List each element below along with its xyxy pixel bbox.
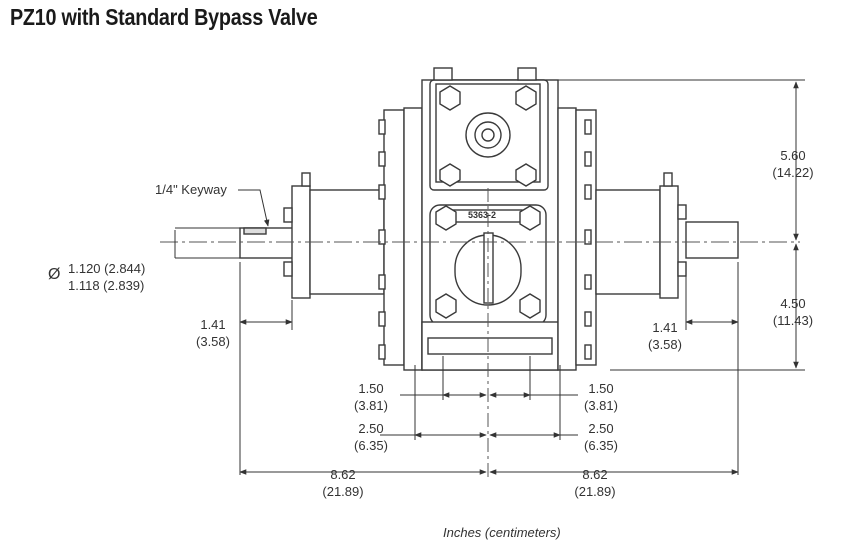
right-cover-bolts [584, 119, 592, 360]
bolt-outer-right-cm: (6.35) [584, 438, 618, 453]
overall-right-cm: (21.89) [574, 484, 616, 499]
units-note: Inches (centimeters) [443, 525, 561, 540]
bolt-outer-left-in: 2.50 [358, 421, 384, 436]
right-end-cover [557, 107, 577, 371]
overall-left-in: 8.62 [330, 467, 356, 482]
overall-right-in: 8.62 [582, 467, 608, 482]
bolt-outer-right-in: 2.50 [588, 421, 614, 436]
diameter-symbol: Ø [48, 266, 61, 283]
bonnet-bolt [515, 85, 537, 111]
height-top-in: 5.60 [780, 148, 806, 163]
height-bottom-cm: (11.43) [772, 313, 814, 328]
diameter-max-label: 1.120 (2.844) [68, 261, 146, 276]
port-bolt [519, 293, 541, 319]
bonnet-bolt [439, 85, 461, 111]
top-bolt-right [517, 67, 537, 81]
bonnet-bolt [515, 163, 537, 187]
bolt-outer-left-cm: (6.35) [354, 438, 388, 453]
bolt-inner-right-cm: (3.81) [584, 398, 618, 413]
height-bottom-in: 4.50 [780, 296, 806, 311]
port-bolt [435, 293, 457, 319]
shaft-left-in: 1.41 [200, 317, 226, 332]
shaft-right-cm: (3.58) [648, 337, 682, 352]
part-number-label: 5363-2 [468, 210, 497, 220]
shaft-right-in: 1.41 [652, 320, 678, 335]
keyway-label: 1/4" Keyway [155, 182, 227, 197]
bolt-inner-left-cm: (3.81) [354, 398, 388, 413]
pump-body [239, 67, 739, 371]
port-bolt [519, 205, 541, 231]
diameter-min-label: 1.118 (2.839) [68, 278, 145, 293]
height-top-cm: (14.22) [772, 165, 814, 180]
keyway-slot [243, 227, 267, 235]
top-bolt-left [433, 67, 453, 81]
shaft-left-cm: (3.58) [196, 334, 230, 349]
bolt-inner-right-in: 1.50 [588, 381, 614, 396]
port-bolt [435, 205, 457, 231]
page-title: PZ10 with Standard Bypass Valve [10, 4, 318, 30]
left-end-cover [383, 109, 405, 366]
bonnet-bolt [439, 163, 461, 187]
bolt-inner-left-in: 1.50 [358, 381, 384, 396]
left-cover-bolts [378, 119, 386, 360]
dimension-lines [174, 79, 805, 475]
right-shaft [685, 221, 739, 259]
overall-left-cm: (21.89) [322, 484, 364, 499]
